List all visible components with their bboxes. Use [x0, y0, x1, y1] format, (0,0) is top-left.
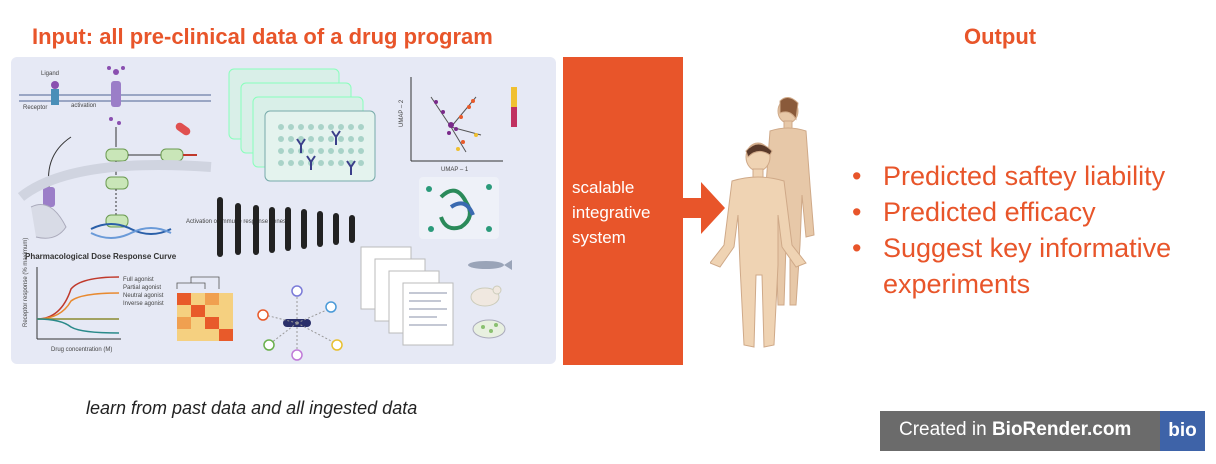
svg-text:Drug concentration (M): Drug concentration (M) [51, 347, 112, 353]
male-figure-icon [710, 142, 807, 348]
watermark-prefix: Created in [899, 419, 992, 440]
output-title: Output [964, 24, 1037, 49]
umap-plot-illustration: UMAP – 1 UMAP – 2 [399, 77, 517, 173]
mouse-icon [470, 287, 500, 307]
input-title: Input: all pre-clinical data of a drug p… [32, 24, 493, 49]
protein-structure-illustration [419, 177, 499, 239]
heatmap-illustration [176, 276, 233, 341]
caption: learn from past data and all ingested da… [86, 398, 418, 418]
svg-text:Partial agonist: Partial agonist [123, 285, 161, 291]
human-figures-illustration [710, 97, 815, 348]
svg-text:UMAP – 2: UMAP – 2 [399, 99, 405, 127]
biorender-watermark [880, 411, 1205, 451]
output-item-efficacy: Predicted efficacy [850, 194, 1216, 230]
dose-response-chart-illustration: Pharmacological Dose Response Curve Drug… [13, 238, 177, 362]
watermark-text: Created in BioRender.com [899, 419, 1131, 441]
system-label: scalable integrative system [572, 178, 651, 247]
preclinical-data-collage: Activation of immune response genes Liga… [13, 66, 517, 362]
biorender-logo-icon: bio [1160, 411, 1205, 451]
svg-text:Neutral agonist: Neutral agonist [123, 293, 164, 299]
petri-dish-icon [472, 319, 506, 339]
dna-icon [90, 223, 172, 235]
output-item-safety: Predicted saftey liability [850, 158, 1216, 194]
ligand-icon [51, 81, 59, 89]
input-data-panel: Activation of immune response genes Liga… [11, 57, 556, 364]
svg-text:Receptor response (% maximum): Receptor response (% maximum) [23, 238, 29, 327]
output-list: Predicted saftey liability Predicted eff… [850, 158, 1216, 302]
svg-text:Full agonist: Full agonist [123, 277, 154, 283]
zebrafish-icon [468, 261, 504, 269]
receptor-complex-icon [111, 81, 121, 107]
svg-text:activation: activation [71, 103, 96, 109]
chromosomes-illustration [217, 197, 355, 257]
model-organisms-illustration [468, 260, 512, 339]
well-plates-illustration [228, 68, 376, 182]
svg-text:Ligand: Ligand [41, 71, 59, 77]
documents-illustration [360, 246, 454, 346]
svg-text:Receptor: Receptor [23, 105, 47, 111]
flow-arrow-icon [683, 182, 725, 234]
svg-text:Pharmacological Dose Response: Pharmacological Dose Response Curve [25, 252, 177, 261]
svg-text:Inverse agonist: Inverse agonist [123, 301, 164, 307]
receptor-icon [51, 89, 59, 105]
output-item-experiments: Suggest key informative experiments [850, 230, 1216, 302]
svg-text:UMAP – 1: UMAP – 1 [441, 167, 469, 173]
watermark-brand: BioRender.com [991, 419, 1132, 440]
drug-capsule-icon [175, 122, 191, 136]
network-diagram-illustration [257, 285, 343, 361]
integrative-system-box [563, 57, 683, 365]
